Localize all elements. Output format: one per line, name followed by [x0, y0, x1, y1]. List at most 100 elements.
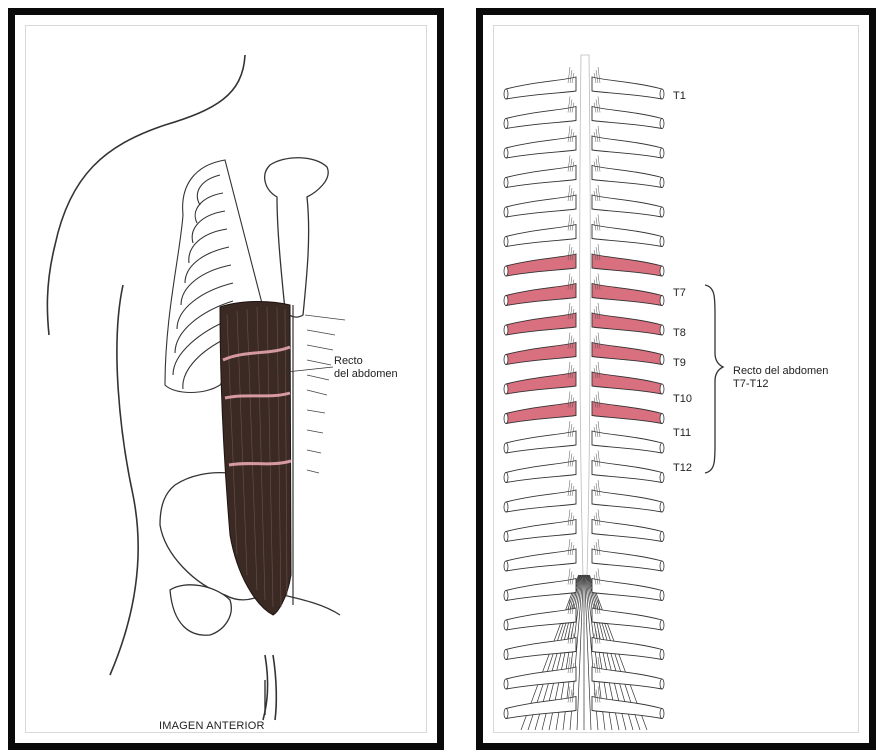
muscle-label-line2: del abdomen [334, 368, 398, 381]
nerve-root-end [504, 561, 508, 571]
nerve-root-right [592, 520, 662, 542]
spinal-cord [580, 55, 591, 575]
nerve-root-end [504, 414, 508, 424]
costal-cartilage-lines [305, 315, 345, 473]
vertebra-label-t7: T7 [673, 287, 686, 300]
nerve-root-right [592, 461, 662, 483]
innervation-panel: T1 T7 T8 T9 T10 T11 T12 Recto del abdome… [476, 8, 876, 750]
nerve-root-right [592, 697, 662, 719]
nerve-root-end [660, 443, 664, 453]
highlighted-nerve-root-right [592, 402, 662, 424]
vertebra-label-t11: T11 [673, 427, 691, 440]
vertebra-label-t10: T10 [673, 393, 692, 406]
nerve-root-end [504, 384, 508, 394]
nerve-root-end [660, 325, 664, 335]
vertebra-label-t1: T1 [673, 90, 686, 103]
nerve-root-right [592, 136, 662, 158]
nerve-root-end [504, 207, 508, 217]
highlighted-nerve-root-right [592, 372, 662, 394]
nerve-root-end [504, 709, 508, 719]
nerve-root-end [660, 502, 664, 512]
nerve-root-end [504, 119, 508, 129]
nerve-root-end [504, 148, 508, 158]
nerve-root-end [660, 414, 664, 424]
highlighted-nerve-root-right [592, 343, 662, 365]
sternum [265, 158, 329, 317]
muscle-label: Recto del abdomen [334, 355, 398, 381]
nerve-root-end [660, 679, 664, 689]
nerve-root-left [506, 77, 576, 99]
nerve-root-right [592, 225, 662, 247]
nerve-root-end [660, 591, 664, 601]
nerve-root-left [506, 697, 576, 719]
nerve-root-left [506, 638, 576, 660]
nerve-root-end [504, 502, 508, 512]
group-label: Recto del abdomen T7-T12 [733, 365, 828, 391]
nerve-root-left [506, 107, 576, 129]
nerve-root-left [506, 431, 576, 453]
highlighted-nerve-root-right [592, 284, 662, 306]
nerve-root-end [504, 679, 508, 689]
muscle-label-line1: Recto [334, 355, 398, 368]
nerve-root-end [504, 296, 508, 306]
highlighted-nerve-root-left [506, 372, 576, 394]
highlighted-nerve-root-right [592, 254, 662, 276]
nerve-root-end [660, 296, 664, 306]
nerve-root-end [660, 709, 664, 719]
nerve-root-left [506, 225, 576, 247]
nerve-root-right [592, 638, 662, 660]
nerve-root-right [592, 195, 662, 217]
nerve-root-end [504, 650, 508, 660]
nerve-root-end [504, 532, 508, 542]
nerve-root-end [660, 532, 664, 542]
nerve-root-end [660, 266, 664, 276]
nerve-root-right [592, 549, 662, 571]
nerve-root-end [660, 473, 664, 483]
highlighted-nerve-root-left [506, 284, 576, 306]
nerve-root-end [660, 650, 664, 660]
nerve-root-left [506, 166, 576, 188]
nerve-root-left [506, 579, 576, 601]
nerve-root-end [504, 473, 508, 483]
nerve-root-right [592, 490, 662, 512]
nerve-root-end [504, 89, 508, 99]
nerve-root-left [506, 520, 576, 542]
nerve-root-end [504, 620, 508, 630]
nerve-root-left [506, 608, 576, 630]
group-label-line2: T7-T12 [733, 378, 828, 391]
nerve-root-end [660, 620, 664, 630]
highlighted-nerve-root-left [506, 313, 576, 335]
t7-t12-bracket [705, 285, 723, 473]
nerve-root-right [592, 579, 662, 601]
nerve-root-end [660, 89, 664, 99]
anterior-caption: IMAGEN ANTERIOR [159, 720, 265, 732]
nerve-root-end [660, 207, 664, 217]
nerve-root-end [660, 237, 664, 247]
nerve-root-end [504, 591, 508, 601]
nerve-root-end [504, 237, 508, 247]
highlighted-nerve-root-left [506, 402, 576, 424]
nerve-root-end [504, 443, 508, 453]
nerve-root-end [504, 266, 508, 276]
nerve-root-left [506, 667, 576, 689]
nerve-root-left [506, 549, 576, 571]
torso-side-outline [110, 285, 138, 675]
highlighted-nerve-root-right [592, 313, 662, 335]
group-label-line1: Recto del abdomen [733, 365, 828, 378]
nerve-root-left [506, 490, 576, 512]
nerve-root-right [592, 667, 662, 689]
highlighted-nerve-root-left [506, 343, 576, 365]
nerve-root-right [592, 431, 662, 453]
nerve-root-right [592, 107, 662, 129]
anterior-view-panel: Recto del abdomen IMAGEN ANTERIOR [8, 8, 444, 750]
nerve-root-end [504, 355, 508, 365]
nerve-root-end [504, 325, 508, 335]
nerve-root-end [660, 561, 664, 571]
nerve-root-end [660, 384, 664, 394]
nerve-root-right [592, 608, 662, 630]
nerve-root-left [506, 195, 576, 217]
nerve-root-left [506, 136, 576, 158]
vertebra-label-t8: T8 [673, 327, 686, 340]
nerve-root-right [592, 77, 662, 99]
nerve-root-end [504, 178, 508, 188]
